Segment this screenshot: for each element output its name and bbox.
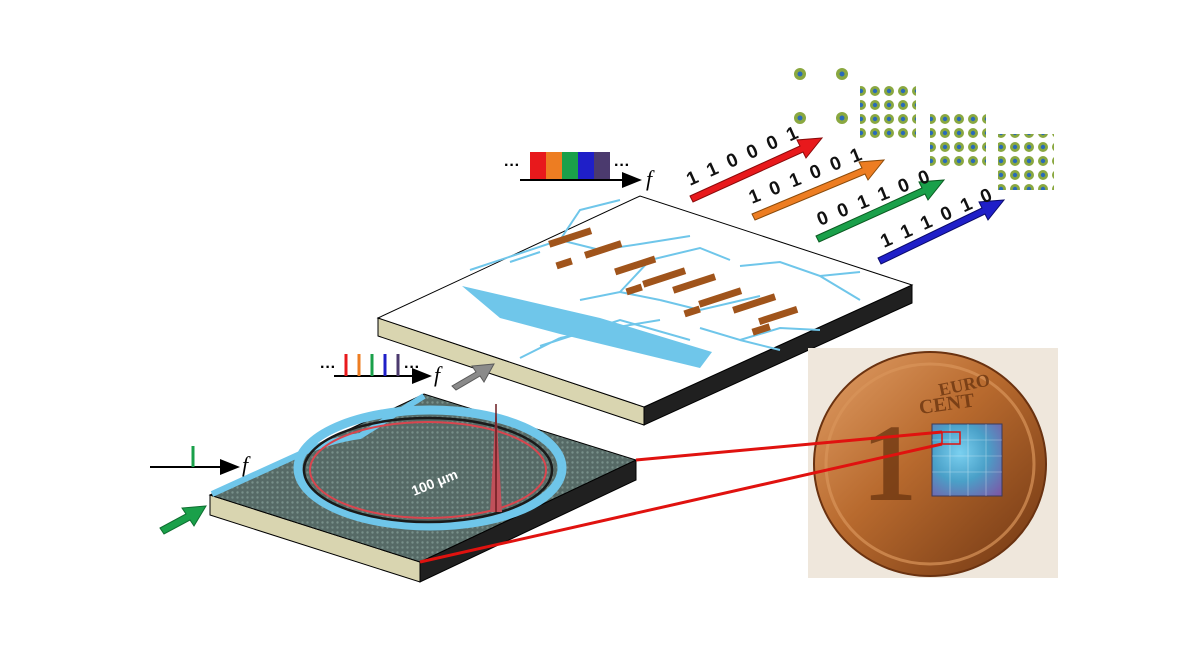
comb-spectrum-red (309, 421, 547, 519)
euro-cent-coin (813, 351, 1047, 577)
output-block-purple (594, 152, 610, 179)
input-spectrum: f (150, 446, 251, 477)
comb-spectrum-axis-label: f (434, 362, 443, 387)
output-ellipsis-left: ··· (504, 157, 520, 174)
gray-coupling-arrow (451, 363, 495, 391)
comb-ellipsis-left: ··· (320, 359, 336, 376)
microcomb-chip: 100 μm (208, 393, 638, 583)
output-block-orange (546, 152, 562, 179)
modulator-chip-top (376, 195, 914, 408)
channel-2-arrow (751, 159, 886, 221)
highlight-box (941, 431, 961, 445)
channel-3-arrow (815, 179, 946, 243)
comb-ellipsis-right: ··· (404, 359, 420, 376)
photonic-chip-on-coin (931, 423, 1003, 497)
comb-spectrum: ··· ··· f (320, 354, 443, 387)
zoom-connector-lines (419, 430, 943, 564)
electrode-array (548, 227, 799, 336)
input-spectrum-axis-label: f (242, 452, 251, 477)
output-block-green (562, 152, 578, 179)
output-block-blue (578, 152, 594, 179)
output-spectrum-axis-label: f (646, 166, 655, 191)
coin-denomination: 1 (862, 402, 917, 524)
constellation-16qam-3 (998, 134, 1054, 190)
output-spectrum: ··· ··· f (504, 152, 655, 191)
coin-photo-inset: 1 EURO CENT (808, 348, 1058, 578)
channel-1-arrow (689, 137, 824, 203)
constellation-16qam-1 (860, 84, 916, 140)
green-input-arrow (159, 505, 207, 535)
channel-4-arrow (877, 199, 1006, 265)
microring (293, 405, 567, 531)
constellation-qpsk (794, 68, 848, 124)
constellation-diagrams (794, 68, 1054, 190)
output-ellipsis-right: ··· (614, 157, 630, 174)
comb-spectrum-outline (302, 416, 554, 524)
splitter-region (462, 286, 712, 368)
modulator-chip (376, 195, 914, 426)
output-block-red (530, 152, 546, 179)
constellation-16qam-2 (930, 110, 986, 166)
